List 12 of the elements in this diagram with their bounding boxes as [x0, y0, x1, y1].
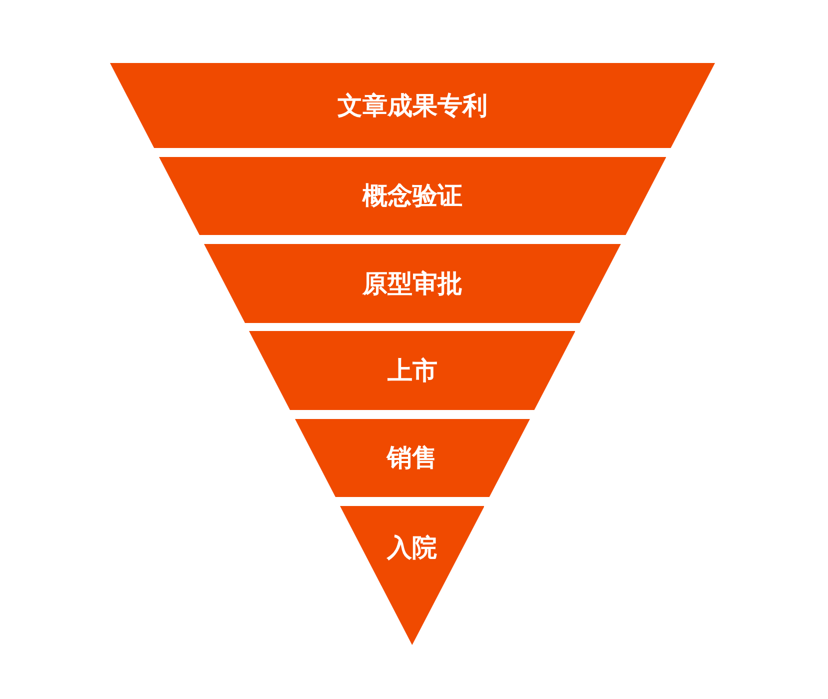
stage-label: 上市 — [387, 356, 438, 386]
stage-label: 销售 — [387, 443, 438, 473]
funnel-segment — [110, 63, 715, 148]
funnel-segment — [249, 331, 576, 410]
funnel-segment — [340, 506, 484, 645]
stage-label: 概念验证 — [362, 181, 462, 211]
funnel-segment — [158, 157, 666, 235]
funnel-segment — [204, 244, 621, 323]
stage-label: 入院 — [387, 533, 438, 563]
stage-label: 文章成果专利 — [338, 90, 488, 120]
funnel-segment — [294, 419, 530, 497]
stage-label: 原型审批 — [362, 268, 462, 298]
